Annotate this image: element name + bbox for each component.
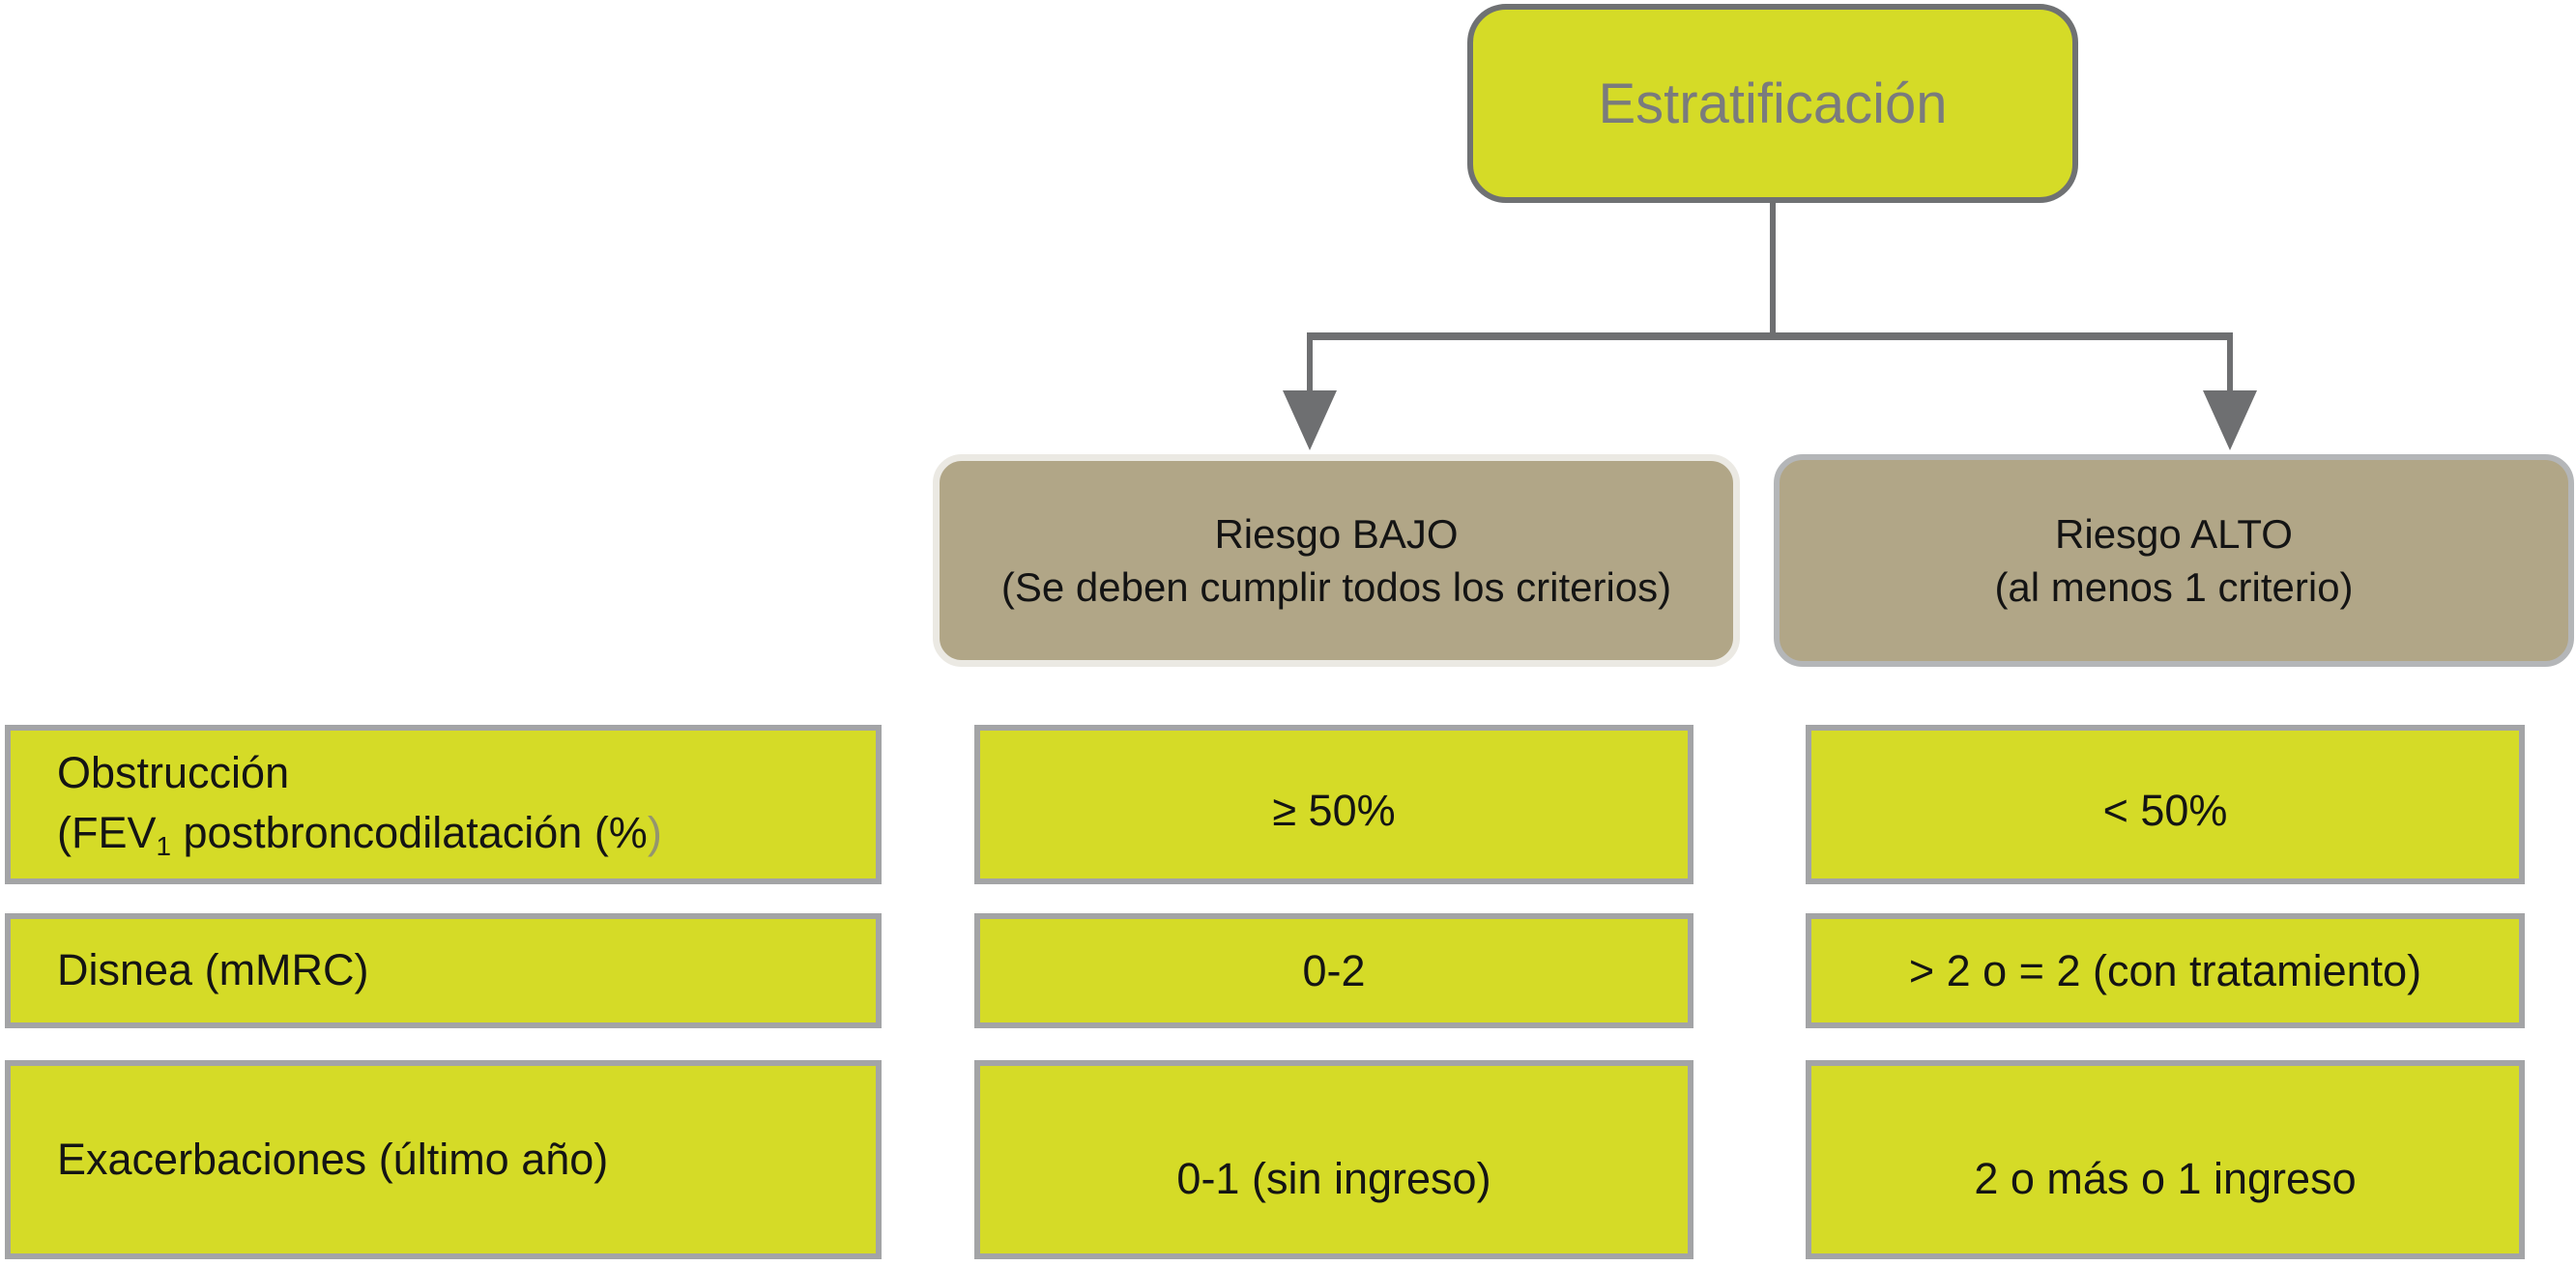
connector-stem — [1770, 201, 1776, 336]
cell-disnea-label: Disnea (mMRC) — [5, 913, 882, 1028]
fev-rest: postbroncodilatación (% — [171, 808, 648, 858]
cell-obstruccion-riesgo-alto: < 50% — [1806, 725, 2525, 884]
exacerbaciones-low-value: 0-1 (sin ingreso) — [1176, 1154, 1491, 1203]
disnea-low-value: 0-2 — [1302, 945, 1366, 995]
branch-riesgo-bajo-subtitle: (Se deben cumplir todos los criterios) — [1000, 564, 1672, 610]
cell-exacerbaciones-riesgo-bajo: 0-1 (sin ingreso) — [974, 1060, 1693, 1259]
branch-riesgo-alto-title: Riesgo ALTO — [2055, 510, 2293, 557]
fev-trailing-paren: ) — [647, 808, 662, 858]
arrow-down-left-icon — [1283, 390, 1337, 450]
fev-subscript: 1 — [156, 831, 172, 862]
branch-riesgo-bajo-title: Riesgo BAJO — [1214, 510, 1459, 557]
cell-exacerbaciones-label: Exacerbaciones (último año) — [5, 1060, 882, 1259]
root-node-label: Estratificación — [1598, 72, 1948, 135]
cell-disnea-riesgo-alto: > 2 o = 2 (con tratamiento) — [1806, 913, 2525, 1028]
cell-exacerbaciones-riesgo-alto: 2 o más o 1 ingreso — [1806, 1060, 2525, 1259]
root-node-estratificacion: Estratificación — [1467, 4, 2078, 203]
cell-obstruccion-riesgo-bajo: ≥ 50% — [974, 725, 1693, 884]
cell-disnea-riesgo-bajo: 0-2 — [974, 913, 1693, 1028]
exacerbaciones-high-value: 2 o más o 1 ingreso — [1974, 1154, 2357, 1203]
disnea-label-text: Disnea (mMRC) — [57, 945, 369, 995]
branch-riesgo-alto-box: Riesgo ALTO (al menos 1 criterio) — [1774, 454, 2574, 667]
cell-obstruccion-label: Obstrucción (FEV1 postbroncodilatación (… — [5, 725, 882, 884]
disnea-high-value: > 2 o = 2 (con tratamiento) — [1908, 945, 2422, 995]
connector-drop-left — [1307, 340, 1313, 396]
branch-riesgo-bajo-box: Riesgo BAJO (Se deben cumplir todos los … — [933, 454, 1740, 667]
obstruccion-label-text: Obstrucción (FEV1 postbroncodilatación (… — [57, 743, 662, 865]
arrow-down-right-icon — [2203, 390, 2257, 450]
connector-horizontal — [1307, 332, 2233, 340]
fev-prefix: (FEV — [57, 808, 157, 858]
connector-drop-right — [2227, 340, 2233, 396]
obstruccion-line1: Obstrucción — [57, 748, 290, 798]
exacerbaciones-label-text: Exacerbaciones (último año) — [57, 1134, 609, 1184]
obstruccion-low-value: ≥ 50% — [1272, 785, 1396, 835]
obstruccion-high-value: < 50% — [2102, 785, 2228, 835]
branch-riesgo-alto-subtitle: (al menos 1 criterio) — [1994, 564, 2354, 610]
